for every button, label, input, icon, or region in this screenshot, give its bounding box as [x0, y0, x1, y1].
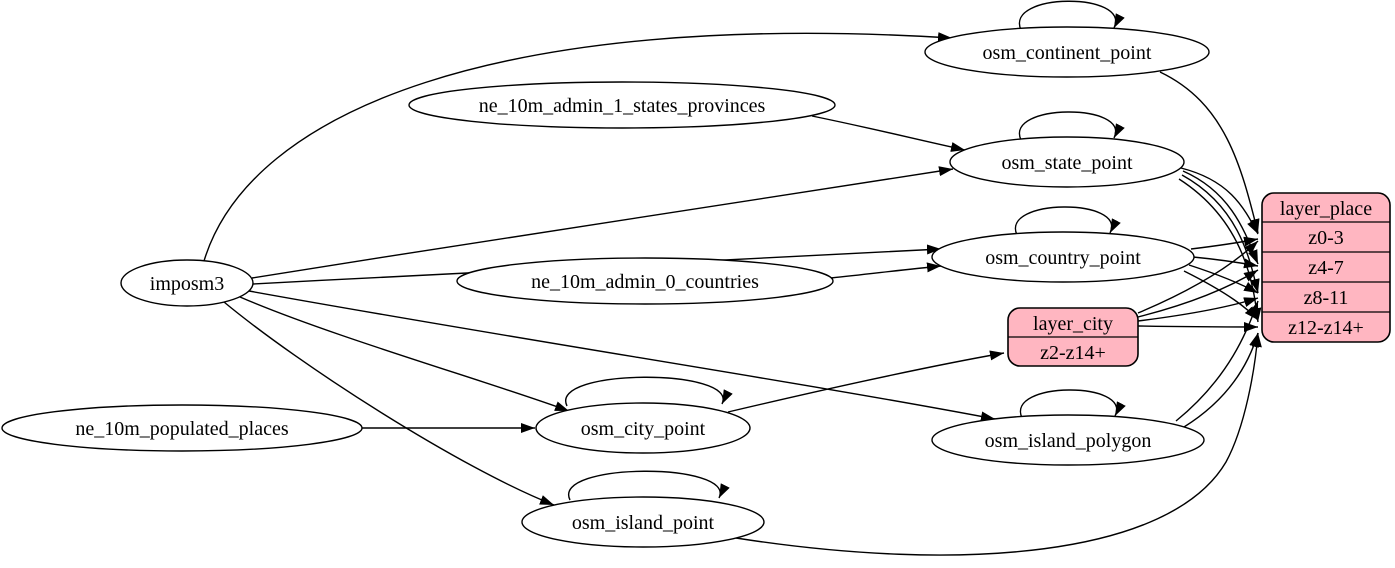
node-osm_state_point: osm_state_point: [949, 136, 1185, 188]
node-ne_10m_admin_0_countries-label: ne_10m_admin_0_countries: [531, 271, 759, 293]
edge-osm_state_point-layer_place-z0-3: [1180, 167, 1259, 235]
record-layer_place-row-z0-3: z0-3: [1308, 227, 1344, 249]
edge-osm_country_point-layer_place-z12-z14: [1183, 270, 1259, 321]
record-layer_place-title: layer_place: [1280, 198, 1372, 220]
node-osm_city_point-shape: [535, 402, 751, 454]
node-osm_country_point-label: osm_country_point: [985, 247, 1141, 269]
node-osm_island_point-label: osm_island_point: [572, 512, 715, 534]
node-osm_continent_point-shape: [924, 26, 1210, 78]
edge-self-osm_state_point: [1018, 111, 1125, 141]
edge-osm_city_point-layer_city-z2-z14: [727, 350, 1005, 413]
edge-osm_continent_point-layer_place-z0-3: [1159, 71, 1260, 234]
node-ne_10m_admin_0_countries-shape: [456, 257, 834, 305]
node-ne_10m_admin_1_states_provinces-shape: [408, 81, 836, 129]
edge-imposm3-osm_city_point: [239, 296, 570, 412]
edge-osm_country_point-layer_place-z8-11: [1188, 264, 1259, 294]
edge-layer_city-layer_place-z12-z14: [1137, 321, 1259, 332]
edge-self-osm_island_point: [568, 470, 730, 501]
edge-self-osm_country_point: [1014, 206, 1121, 236]
node-osm_island_polygon-label: osm_island_polygon: [985, 430, 1152, 452]
record-layer_city-row-z2-z14: z2-z14+: [1040, 342, 1106, 364]
edge-self-osm_city_point: [565, 376, 733, 407]
edge-imposm3-osm_island_point: [223, 301, 555, 506]
node-ne_10m_admin_1_states_provinces: ne_10m_admin_1_states_provinces: [408, 81, 836, 129]
edge-imposm3-osm_continent_point: [203, 32, 953, 262]
record-layer_place: layer_place z0-3 z4-7 z8-11 z12-z14+: [1261, 192, 1391, 343]
node-ne_10m_populated_places: ne_10m_populated_places: [1, 404, 363, 452]
node-osm_continent_point: osm_continent_point: [924, 26, 1210, 78]
edge-self-osm_island_polygon: [1019, 389, 1126, 419]
node-osm_island_point: osm_island_point: [521, 496, 765, 548]
edge-osm_state_point-layer_place-z8-11: [1181, 174, 1260, 294]
edge-self-osm_continent_point: [1018, 0, 1125, 31]
edge-osm_country_point-layer_place-z4-7: [1192, 256, 1259, 269]
node-osm_island_polygon-shape: [931, 414, 1205, 466]
node-imposm3: imposm3: [120, 259, 254, 307]
edge-osm_country_point-layer_place-z0-3: [1190, 236, 1259, 250]
node-osm_continent_point-label: osm_continent_point: [983, 42, 1152, 64]
edge-ne_10m_admin_1_states_provinces-osm_state_point: [811, 115, 966, 152]
edge-ne_10m_admin_0_countries-osm_country_point: [830, 262, 942, 279]
node-imposm3-label: imposm3: [150, 273, 224, 295]
node-imposm3-shape: [120, 259, 254, 307]
edge-layer_city-layer_place-z0-3: [1137, 240, 1259, 314]
node-ne_10m_populated_places-label: ne_10m_populated_places: [75, 418, 288, 440]
edge-osm_state_point-layer_place-z4-7: [1182, 170, 1259, 265]
edge-imposm3-osm_island_polygon: [248, 290, 996, 422]
record-layer_place-row-z12-z14: z12-z14+: [1288, 317, 1364, 339]
node-ne_10m_admin_0_countries: ne_10m_admin_0_countries: [456, 257, 834, 305]
node-osm_city_point: osm_city_point: [535, 402, 751, 454]
node-osm_island_polygon: osm_island_polygon: [931, 414, 1205, 466]
edge-layer_city-layer_place-z4-7: [1137, 269, 1259, 318]
node-ne_10m_admin_1_states_provinces-label: ne_10m_admin_1_states_provinces: [479, 95, 766, 117]
node-osm_island_point-shape: [521, 496, 765, 548]
record-layer_place-row-z8-11: z8-11: [1304, 287, 1349, 309]
edge-imposm3-osm_state_point: [251, 166, 954, 279]
record-layer_place-row-z4-7: z4-7: [1308, 257, 1344, 279]
node-osm_state_point-label: osm_state_point: [1001, 152, 1133, 174]
edge-layer_city-layer_place-z8-11: [1137, 297, 1259, 322]
edge-osm_island_point-layer_place-z12-z14: [735, 332, 1262, 556]
node-osm_state_point-shape: [949, 136, 1185, 188]
node-osm_city_point-label: osm_city_point: [581, 418, 706, 440]
record-layer_place-box: [1261, 192, 1391, 343]
node-osm_country_point-shape: [931, 231, 1195, 283]
record-layer_city-title: layer_city: [1033, 313, 1113, 335]
record-layer_city: layer_city z2-z14+: [1007, 307, 1139, 367]
node-ne_10m_populated_places-shape: [1, 404, 363, 452]
node-osm_country_point: osm_country_point: [931, 231, 1195, 283]
